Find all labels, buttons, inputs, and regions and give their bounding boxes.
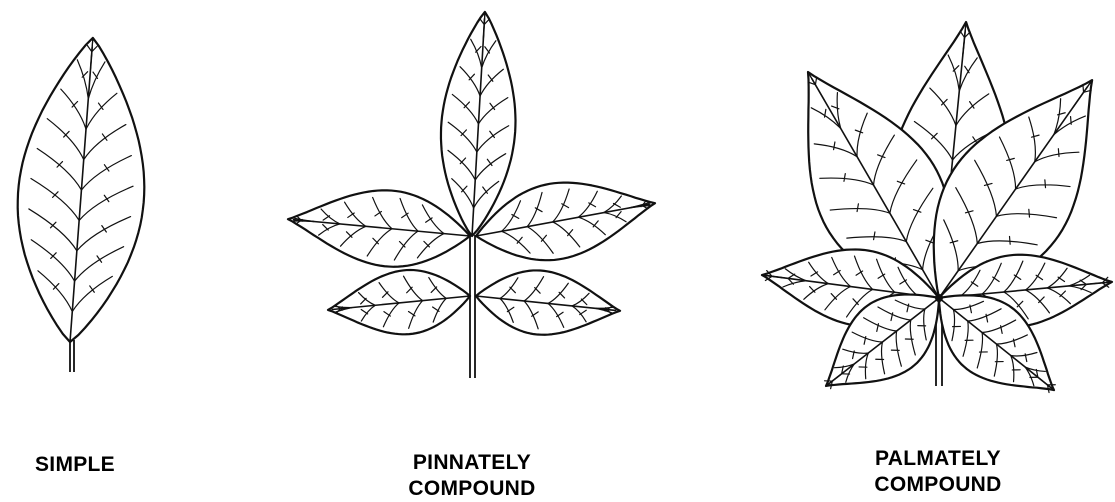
simple-petiole [70,340,74,372]
caption-pinnate-line-2: COMPOUND [352,476,592,502]
pinnate-leaflet-lower-left [325,264,473,342]
caption-pinnate-line-1: PINNATELY [352,450,592,476]
simple-leaf-drawing [7,33,156,372]
caption-simple: SIMPLE [0,452,195,478]
simple-leaf-blade [7,33,156,346]
caption-simple-line-1: SIMPLE [0,452,195,478]
caption-palmately-compound: PALMATELY COMPOUND [818,446,1058,498]
pinnate-leaflet-upper-left [284,181,473,274]
palmate-attachment-point [935,294,943,302]
caption-pinnately-compound: PINNATELY COMPOUND [352,450,592,502]
pinnate-rachis [470,235,475,378]
caption-palmate-line-2: COMPOUND [818,472,1058,498]
palmately-compound-leaf-drawing [754,16,1115,420]
caption-palmate-line-1: PALMATELY [818,446,1058,472]
pinnate-leaflet-lower-right [473,264,624,343]
pinnately-compound-leaf-drawing [284,10,661,378]
